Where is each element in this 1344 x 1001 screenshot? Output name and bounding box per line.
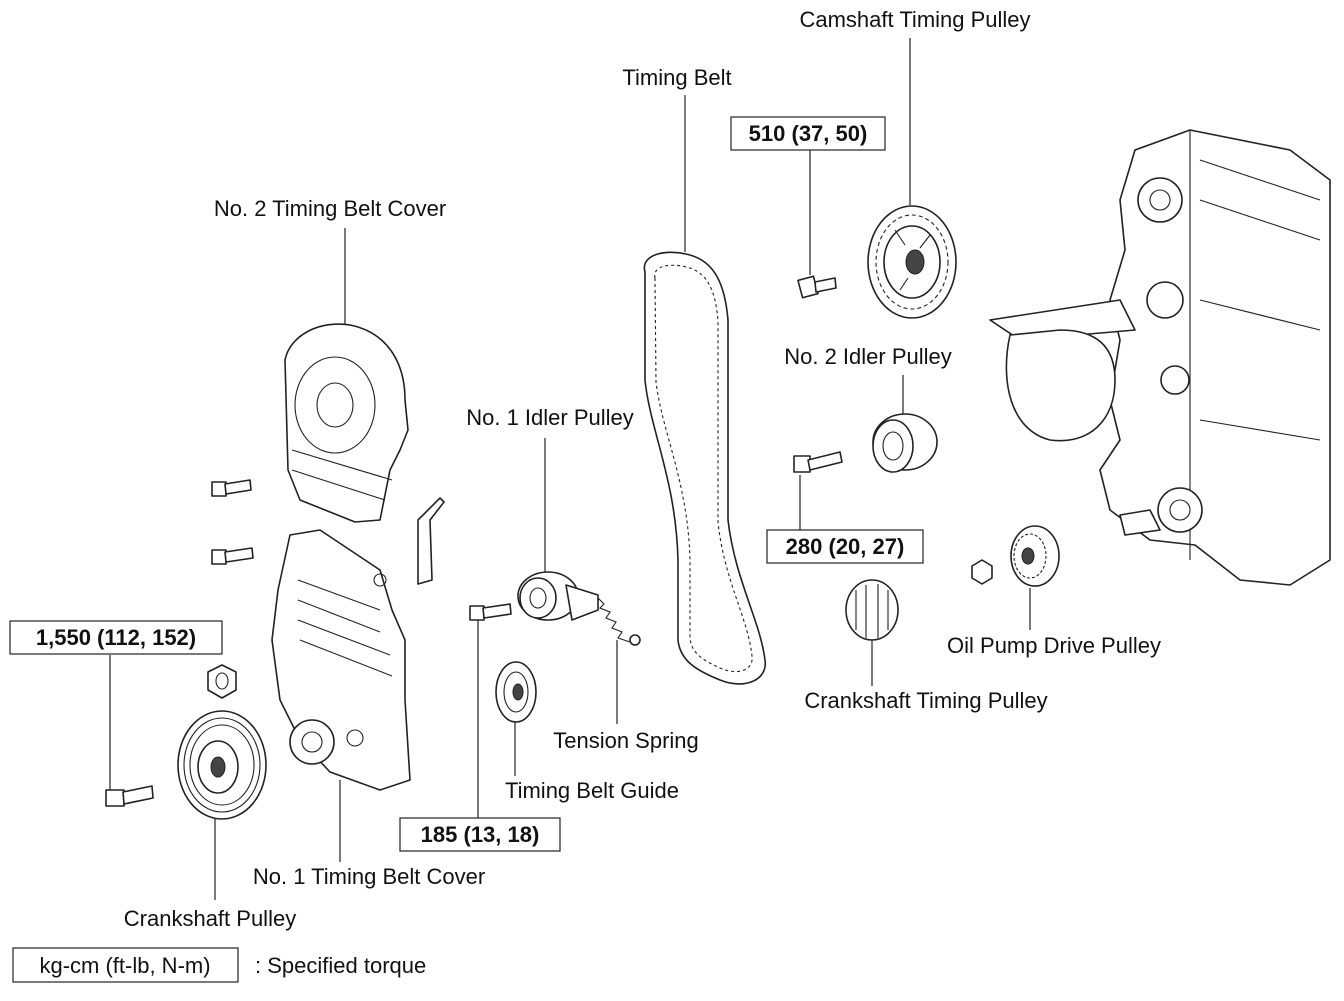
no2-timing-belt-cover xyxy=(284,323,409,523)
crankshaft-timing-pulley xyxy=(845,579,899,641)
cover-bolt-upper xyxy=(211,479,252,497)
oil-pump-drive-pulley xyxy=(1010,525,1060,587)
legend-unit-box: kg-cm (ft-lb, N-m) xyxy=(39,953,210,978)
label-no2-idler-pulley: No. 2 Idler Pulley xyxy=(784,344,952,369)
timing-belt xyxy=(643,251,766,685)
torque-idler1-bolt: 185 (13, 18) xyxy=(421,822,540,847)
idler1-bolt xyxy=(469,603,512,621)
no2-idler-pulley xyxy=(872,413,938,473)
crankshaft-pulley xyxy=(177,710,267,820)
torque-camshaft-bolt: 510 (37, 50) xyxy=(749,121,868,146)
label-crankshaft-pulley: Crankshaft Pulley xyxy=(124,906,296,931)
crank-washer xyxy=(207,664,237,699)
leader-lines xyxy=(109,38,1031,900)
engine-block xyxy=(989,129,1331,586)
idler2-bolt xyxy=(793,451,843,473)
torque-box-camshaft: 510 (37, 50) xyxy=(730,116,886,151)
torque-crank-bolt: 1,550 (112, 152) xyxy=(36,625,196,650)
torque-idler2-bolt: 280 (20, 27) xyxy=(786,534,905,559)
label-no2-timing-belt-cover: No. 2 Timing Belt Cover xyxy=(214,196,446,221)
torque-box-idler2: 280 (20, 27) xyxy=(766,529,924,564)
label-tension-spring: Tension Spring xyxy=(553,728,699,753)
tension-spring xyxy=(597,597,641,646)
label-crankshaft-timing-pulley: Crankshaft Timing Pulley xyxy=(804,688,1047,713)
legend: kg-cm (ft-lb, N-m) : Specified torque xyxy=(12,947,426,983)
torque-box-crank: 1,550 (112, 152) xyxy=(9,620,223,655)
crank-bolt xyxy=(105,785,154,807)
label-camshaft-timing-pulley: Camshaft Timing Pulley xyxy=(799,7,1030,32)
no1-idler-pulley xyxy=(517,571,599,621)
cover-bracket xyxy=(417,497,445,585)
oil-pump-nut xyxy=(971,559,993,585)
label-no1-idler-pulley: No. 1 Idler Pulley xyxy=(466,405,634,430)
legend-description: : Specified torque xyxy=(255,953,426,978)
label-oil-pump-drive-pulley: Oil Pump Drive Pulley xyxy=(947,633,1161,658)
camshaft-timing-pulley xyxy=(867,205,957,319)
label-timing-belt-guide: Timing Belt Guide xyxy=(505,778,679,803)
timing-belt-guide xyxy=(495,661,537,723)
torque-box-idler1: 185 (13, 18) xyxy=(399,817,561,852)
no1-timing-belt-cover xyxy=(271,529,411,791)
cover-bolt-lower xyxy=(211,547,254,565)
label-no1-timing-belt-cover: No. 1 Timing Belt Cover xyxy=(253,864,485,889)
label-timing-belt: Timing Belt xyxy=(622,65,731,90)
camshaft-bolt xyxy=(797,275,837,299)
